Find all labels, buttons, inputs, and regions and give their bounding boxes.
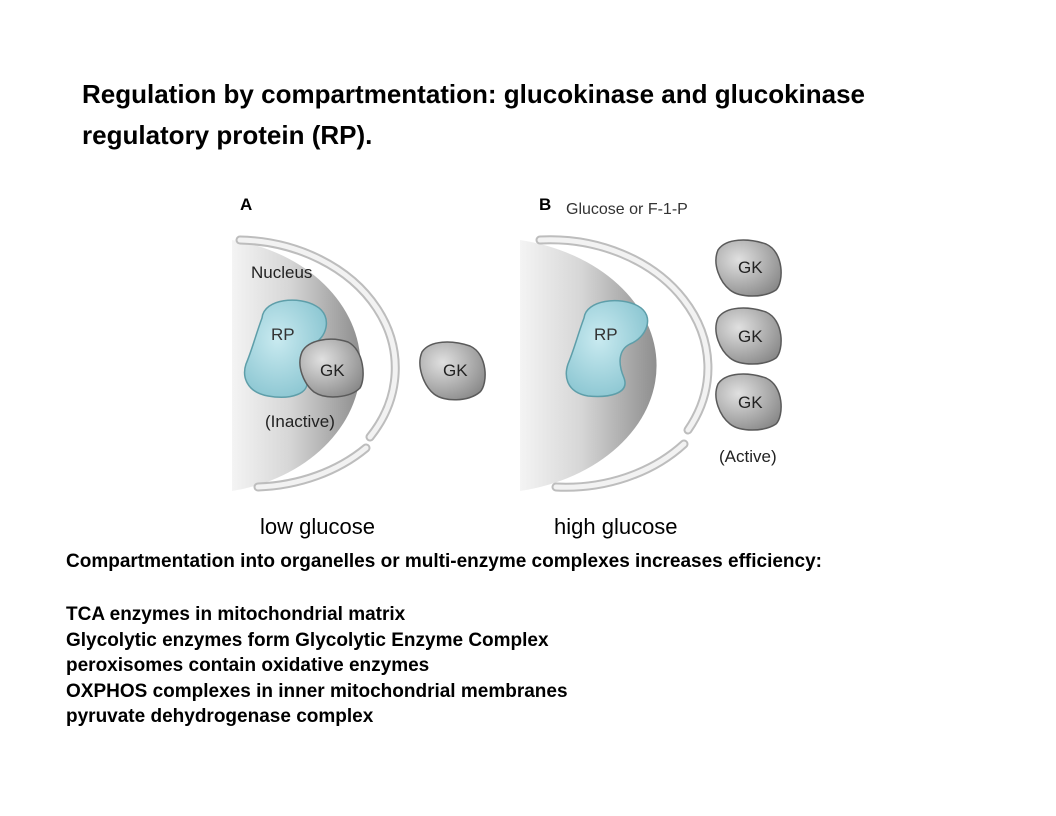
rp-label-b: RP xyxy=(594,325,618,344)
list-item: peroxisomes contain oxidative enzymes xyxy=(66,655,430,676)
rp-label-a: RP xyxy=(271,325,295,344)
caption-low-glucose: low glucose xyxy=(260,514,375,539)
gk-label-outer-a: GK xyxy=(443,361,468,380)
intro-text: Compartmentation into organelles or mult… xyxy=(66,551,822,572)
panel-a-letter: A xyxy=(240,195,252,214)
panel-b-letter: B xyxy=(539,195,551,214)
panel-b: B Glucose or F-1-P RP GK GK GK (Active) xyxy=(520,195,782,492)
gk-protein-inner-a xyxy=(299,338,364,398)
panel-a: A Nucleus RP GK (Inactive) GK xyxy=(232,195,486,492)
gk-protein-b-2: GK xyxy=(715,307,782,365)
effector-label: Glucose or F-1-P xyxy=(566,201,688,218)
list-item: Glycolytic enzymes form Glycolytic Enzym… xyxy=(66,629,549,651)
gk-protein-b-3: GK xyxy=(715,373,782,431)
title-line-1: Regulation by compartmentation: glucokin… xyxy=(82,79,866,109)
gk-protein-outer-a xyxy=(419,341,486,401)
list-item: TCA enzymes in mitochondrial matrix xyxy=(66,604,406,625)
gk-protein-b-1: GK xyxy=(715,239,782,297)
nucleus-label: Nucleus xyxy=(251,263,312,282)
active-label: (Active) xyxy=(719,447,777,466)
slide-title: Regulation by compartmentation: glucokin… xyxy=(82,74,982,156)
rp-protein-b xyxy=(565,299,649,398)
gk-label-b-2: GK xyxy=(738,327,763,346)
list-item: pyruvate dehydrogenase complex xyxy=(66,706,374,727)
example-list: TCA enzymes in mitochondrial matrix Glyc… xyxy=(66,602,1026,730)
gk-label-b-3: GK xyxy=(738,393,763,412)
gk-label-b-1: GK xyxy=(738,258,763,277)
inactive-label: (Inactive) xyxy=(265,412,335,431)
list-item: OXPHOS complexes in inner mitochondrial … xyxy=(66,680,568,702)
title-line-2: regulatory protein (RP). xyxy=(82,120,373,150)
caption-high-glucose: high glucose xyxy=(554,514,678,539)
gk-label-inner-a: GK xyxy=(320,361,345,380)
